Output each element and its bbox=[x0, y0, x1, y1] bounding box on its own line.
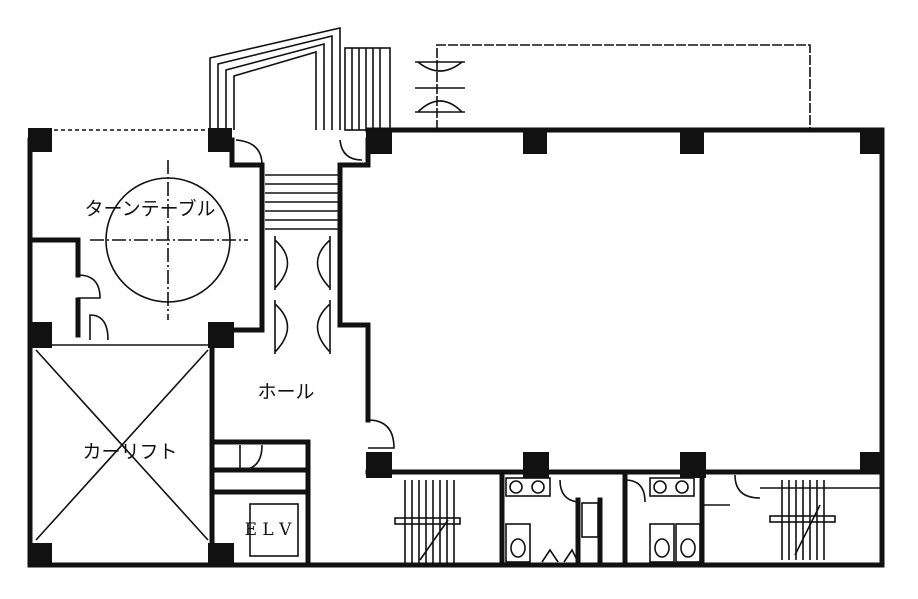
door bbox=[77, 274, 109, 341]
turntable-label: ターンテーブル bbox=[85, 197, 216, 220]
stair-bottom bbox=[394, 480, 836, 565]
turntable: ターンテーブル bbox=[85, 160, 248, 320]
hall-label: ホール bbox=[257, 381, 314, 403]
door bbox=[239, 419, 395, 471]
toilets bbox=[505, 474, 761, 563]
car-lift: カーリフト bbox=[35, 349, 209, 541]
walls bbox=[27, 127, 885, 568]
elevator: E L V bbox=[245, 503, 299, 557]
car-lift-label: カーリフト bbox=[82, 441, 177, 463]
entrance-canopy bbox=[209, 26, 811, 131]
columns bbox=[28, 128, 884, 567]
elevator-label: E L V bbox=[245, 520, 293, 540]
main-stair bbox=[235, 139, 363, 354]
